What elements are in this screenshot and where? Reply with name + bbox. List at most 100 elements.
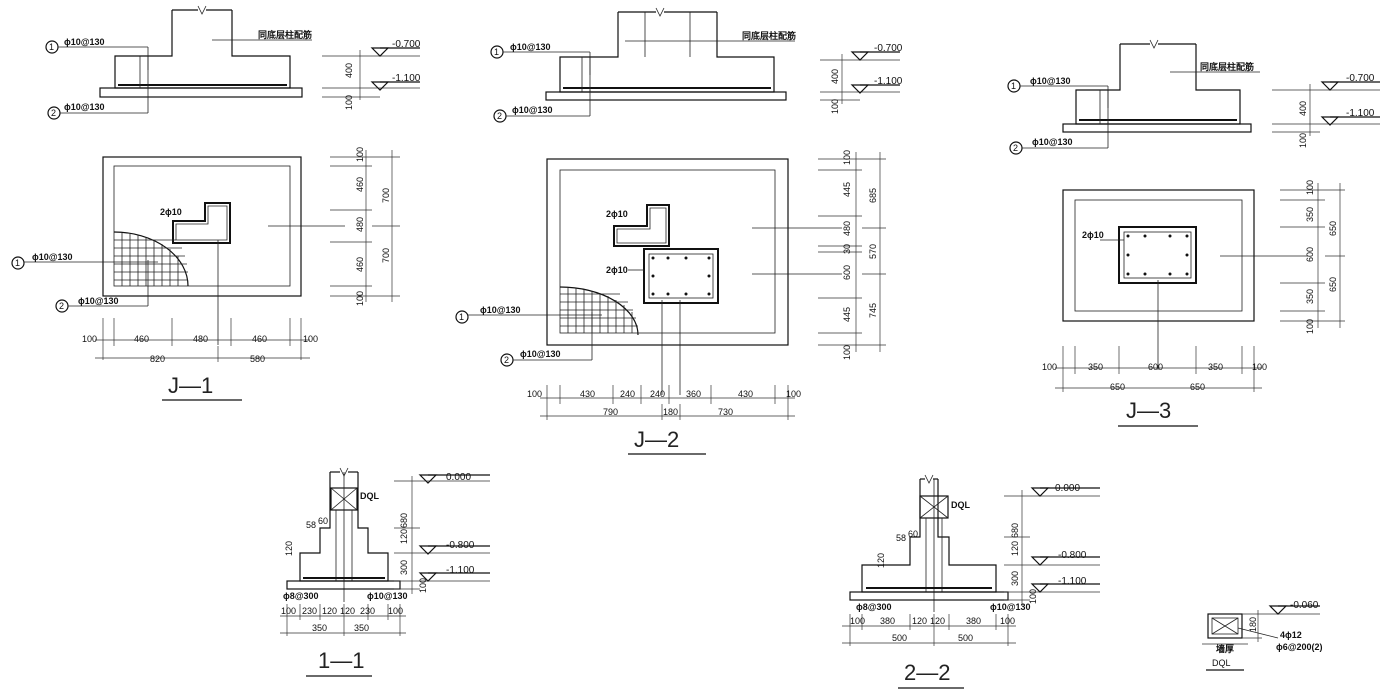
j1-rebar2-label: ϕ10@130 (64, 102, 105, 112)
dql-bar-stirrup: ϕ6@200(2) (1276, 642, 1323, 652)
svg-text:460: 460 (134, 334, 149, 344)
svg-text:445: 445 (842, 307, 852, 322)
svg-text:380: 380 (966, 616, 981, 626)
s11-beam-label: DQL (360, 491, 380, 501)
j1-col-label: 2ϕ10 (160, 207, 182, 217)
s22-elev2: -1.100 (1058, 576, 1087, 587)
svg-text:350: 350 (1208, 362, 1223, 372)
s11-rebar-left: ϕ8@300 (283, 591, 319, 601)
svg-text:120: 120 (340, 606, 355, 616)
svg-text:100: 100 (1252, 362, 1267, 372)
j2-title: J—2 (634, 427, 679, 452)
svg-text:1: 1 (1011, 81, 1016, 91)
j3-rebar1-label: ϕ10@130 (1030, 76, 1071, 86)
j1-dim-100: 100 (344, 95, 354, 110)
j3-elev-top: -0.700 (1346, 73, 1375, 84)
svg-text:445: 445 (842, 182, 852, 197)
svg-text:100: 100 (1305, 180, 1315, 195)
svg-text:100: 100 (388, 606, 403, 616)
svg-text:180: 180 (1248, 617, 1258, 632)
j3-note: 同底层柱配筋 (1200, 61, 1254, 72)
svg-text:100: 100 (842, 345, 852, 360)
svg-text:2: 2 (51, 108, 56, 118)
svg-text:730: 730 (718, 407, 733, 417)
svg-text:350: 350 (1305, 207, 1315, 222)
svg-text:2: 2 (1013, 143, 1018, 153)
svg-text:380: 380 (880, 616, 895, 626)
svg-text:120: 120 (930, 616, 945, 626)
s22-title: 2—2 (904, 660, 950, 685)
svg-text:650: 650 (1328, 277, 1338, 292)
svg-text:480: 480 (193, 334, 208, 344)
dql-elev: -0.060 (1290, 600, 1319, 611)
svg-text:120: 120 (284, 541, 294, 556)
svg-text:240: 240 (620, 389, 635, 399)
svg-text:600: 600 (842, 265, 852, 280)
svg-text:58: 58 (896, 533, 906, 543)
svg-text:500: 500 (892, 633, 907, 643)
j1-plan: 2ϕ10 1 ϕ10@130 2 ϕ10@130 100 (11, 147, 400, 401)
svg-text:60: 60 (908, 529, 918, 539)
svg-text:1: 1 (49, 42, 54, 52)
svg-text:1: 1 (15, 258, 20, 268)
svg-text:680: 680 (399, 513, 409, 528)
svg-text:100: 100 (1042, 362, 1057, 372)
j3-section: 同底层柱配筋 1 ϕ10@130 2 ϕ10@130 -0.700 -1.100… (1007, 39, 1380, 155)
svg-text:460: 460 (355, 177, 365, 192)
svg-text:685: 685 (868, 188, 878, 203)
svg-text:230: 230 (302, 606, 317, 616)
svg-text:100: 100 (786, 389, 801, 399)
svg-text:1: 1 (494, 47, 499, 57)
svg-text:360: 360 (686, 389, 701, 399)
svg-text:120: 120 (876, 553, 886, 568)
svg-text:120: 120 (1010, 541, 1020, 556)
svg-text:820: 820 (150, 354, 165, 364)
j2-plan-rebar1: ϕ10@130 (480, 305, 521, 315)
svg-text:180: 180 (663, 407, 678, 417)
s11-elev2: -1.100 (446, 565, 475, 576)
j2-elev-bot: -1.100 (874, 76, 903, 87)
svg-text:120: 120 (399, 529, 409, 544)
svg-text:100: 100 (1000, 616, 1015, 626)
svg-text:650: 650 (1110, 382, 1125, 392)
j2-section: 同底层柱配筋 1 ϕ10@130 2 ϕ10@130 -0.700 -1.100… (490, 7, 903, 123)
j2-rebar2-label: ϕ10@130 (512, 105, 553, 115)
svg-text:60: 60 (318, 516, 328, 526)
svg-text:100: 100 (418, 578, 428, 593)
j3-dim-400: 400 (1298, 101, 1308, 116)
dql-bar-top: 4ϕ12 (1280, 630, 1302, 640)
j1-plan-rebar1: ϕ10@130 (32, 252, 73, 262)
j2-col2-label: 2ϕ10 (606, 265, 628, 275)
svg-text:460: 460 (355, 257, 365, 272)
svg-text:480: 480 (355, 217, 365, 232)
j1-plan-rebar2: ϕ10@130 (78, 296, 119, 306)
svg-text:120: 120 (912, 616, 927, 626)
s22-rebar-right: ϕ10@130 (990, 602, 1031, 612)
dql-wall: 墙厚 (1216, 643, 1234, 654)
s22-elev0: 0.000 (1055, 483, 1080, 494)
j3-plan: 2ϕ10 100 350 600 350 100 650 650 100 350… (1042, 180, 1345, 427)
svg-text:120: 120 (322, 606, 337, 616)
s11-elev1: -0.800 (446, 540, 475, 551)
j3-rebar2-label: ϕ10@130 (1032, 137, 1073, 147)
j1-section: 同底层柱配筋 1 ϕ10@130 2 ϕ10@130 -0.700 -1.100… (45, 5, 421, 120)
svg-text:300: 300 (399, 560, 409, 575)
svg-text:2: 2 (504, 355, 509, 365)
j1-note: 同底层柱配筋 (258, 29, 312, 40)
svg-text:650: 650 (1190, 382, 1205, 392)
j3-elev-bot: -1.100 (1346, 108, 1375, 119)
svg-text:745: 745 (868, 303, 878, 318)
svg-text:350: 350 (1088, 362, 1103, 372)
svg-text:100: 100 (355, 291, 365, 306)
j2-note: 同底层柱配筋 (742, 30, 796, 41)
svg-text:350: 350 (1305, 289, 1315, 304)
s11-rebar-right: ϕ10@130 (367, 591, 408, 601)
j2-rebar1-label: ϕ10@130 (510, 42, 551, 52)
svg-text:58: 58 (306, 520, 316, 530)
j1-dim-400: 400 (344, 63, 354, 78)
j1-title: J—1 (168, 373, 213, 398)
svg-text:240: 240 (650, 389, 665, 399)
svg-text:430: 430 (580, 389, 595, 399)
